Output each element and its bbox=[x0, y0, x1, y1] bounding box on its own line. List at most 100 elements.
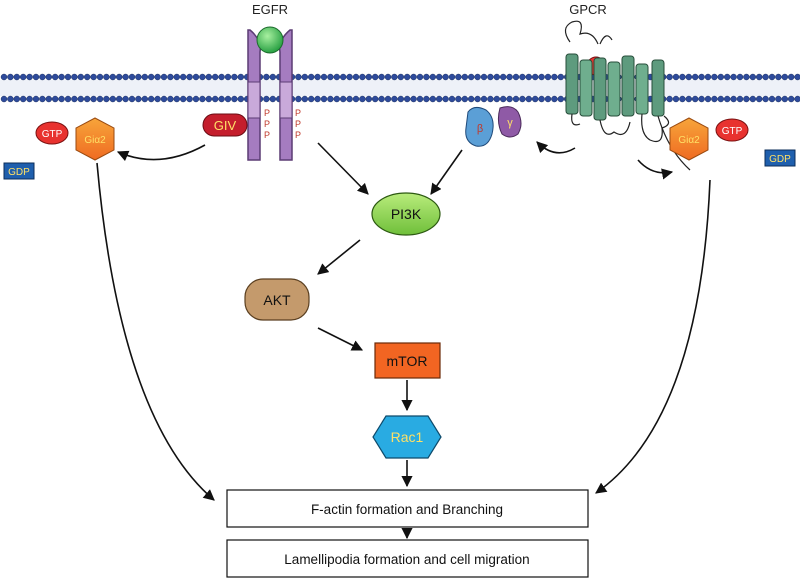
membrane-bead bbox=[404, 73, 411, 81]
membrane-bead bbox=[179, 73, 187, 81]
membrane-bead bbox=[544, 95, 552, 103]
membrane-bead bbox=[666, 73, 673, 81]
membrane-bead bbox=[173, 73, 181, 81]
membrane-bead bbox=[0, 73, 8, 81]
membrane-bead bbox=[199, 95, 206, 103]
membrane-bead bbox=[762, 73, 769, 81]
membrane-bead bbox=[340, 73, 347, 81]
membrane-bead bbox=[308, 73, 315, 81]
membrane-bead bbox=[160, 95, 168, 103]
membrane-bead bbox=[186, 95, 193, 103]
membrane-bead bbox=[429, 73, 436, 81]
membrane-bead bbox=[436, 95, 443, 103]
membrane-bead bbox=[269, 95, 276, 103]
membrane-bead bbox=[179, 95, 187, 103]
arrow-bg-to-pi3k bbox=[430, 149, 463, 195]
membrane-bead bbox=[359, 73, 366, 81]
membrane-bead bbox=[154, 95, 161, 103]
membrane-bead bbox=[211, 73, 219, 81]
membrane-bead bbox=[83, 73, 91, 81]
membrane-bead bbox=[506, 73, 513, 81]
gamma-label: γ bbox=[507, 117, 513, 129]
membrane-bead bbox=[83, 95, 91, 103]
membrane-bead bbox=[64, 73, 72, 81]
membrane-bead bbox=[320, 73, 328, 81]
cell-membrane bbox=[0, 73, 800, 103]
right-gdp: GDP bbox=[764, 149, 796, 167]
membrane-bead bbox=[519, 95, 526, 103]
arrows bbox=[96, 141, 711, 540]
membrane-bead bbox=[20, 73, 27, 81]
arrow-egfr-to-pi3k bbox=[317, 142, 369, 195]
membrane-bead bbox=[205, 73, 213, 81]
membrane-bead bbox=[557, 95, 564, 103]
egf-ligand bbox=[256, 26, 284, 54]
membrane-bead bbox=[557, 73, 564, 81]
membrane-bead bbox=[237, 95, 245, 103]
membrane-bead bbox=[39, 73, 46, 81]
membrane-bead bbox=[487, 73, 494, 81]
membrane-bead bbox=[269, 73, 276, 81]
right-gtp: GTP bbox=[715, 118, 749, 142]
phospho-label: P bbox=[295, 108, 301, 118]
membrane-bead bbox=[538, 95, 545, 103]
membrane-bead bbox=[506, 95, 513, 103]
membrane-bead bbox=[340, 95, 347, 103]
membrane-bead bbox=[314, 95, 321, 103]
membrane-bead bbox=[58, 73, 65, 81]
membrane-bead bbox=[512, 95, 520, 103]
membrane-bead bbox=[218, 95, 225, 103]
membrane-bead bbox=[64, 95, 72, 103]
membrane-bead bbox=[672, 73, 680, 81]
membrane-bead bbox=[672, 95, 680, 103]
membrane-bead bbox=[167, 95, 174, 103]
egfr-label: EGFR bbox=[252, 2, 288, 17]
gpcr-label: GPCR bbox=[569, 2, 607, 17]
membrane-bead bbox=[768, 95, 776, 103]
membrane-bead bbox=[128, 95, 136, 103]
left-gtp: GTP bbox=[35, 121, 69, 145]
membrane-bead bbox=[192, 73, 200, 81]
membrane-bead bbox=[480, 73, 488, 81]
membrane-bead bbox=[301, 95, 308, 103]
membrane-bead bbox=[346, 95, 353, 103]
membrane-bead bbox=[461, 95, 468, 103]
membrane-bead bbox=[308, 95, 315, 103]
arrow-gpcr-to-bg bbox=[536, 141, 576, 154]
membrane-bead bbox=[365, 95, 372, 103]
membrane-bead bbox=[211, 95, 219, 103]
phospho-label: P bbox=[295, 130, 301, 140]
membrane-bead bbox=[397, 73, 404, 81]
membrane-bead bbox=[544, 73, 552, 81]
membrane-bead bbox=[416, 73, 424, 81]
right-galpha: Giα2 bbox=[669, 117, 709, 161]
membrane-bead bbox=[397, 95, 404, 103]
membrane-bead bbox=[692, 73, 699, 81]
membrane-bead bbox=[480, 95, 488, 103]
membrane-bead bbox=[135, 73, 142, 81]
membrane-bead bbox=[154, 73, 161, 81]
membrane-bead bbox=[679, 73, 686, 81]
membrane-bead bbox=[352, 95, 360, 103]
membrane-bead bbox=[301, 73, 308, 81]
membrane-bead bbox=[160, 73, 168, 81]
membrane-bead bbox=[122, 73, 129, 81]
membrane-bead bbox=[384, 73, 392, 81]
membrane-bead bbox=[525, 95, 532, 103]
pi3k-label: PI3K bbox=[391, 206, 422, 222]
membrane-bead bbox=[359, 95, 366, 103]
membrane-bead bbox=[39, 95, 46, 103]
giv-protein: GIV bbox=[202, 113, 248, 137]
membrane-bead bbox=[103, 73, 110, 81]
membrane-bead bbox=[455, 95, 462, 103]
membrane-bead bbox=[756, 95, 763, 103]
membrane-bead bbox=[429, 95, 436, 103]
membrane-bead bbox=[442, 73, 449, 81]
membrane-bead bbox=[538, 73, 545, 81]
membrane-bead bbox=[115, 73, 123, 81]
membrane-bead bbox=[372, 73, 379, 81]
membrane-bead bbox=[692, 95, 699, 103]
left-gdp-label: GDP bbox=[8, 167, 30, 178]
membrane-bead bbox=[698, 95, 705, 103]
